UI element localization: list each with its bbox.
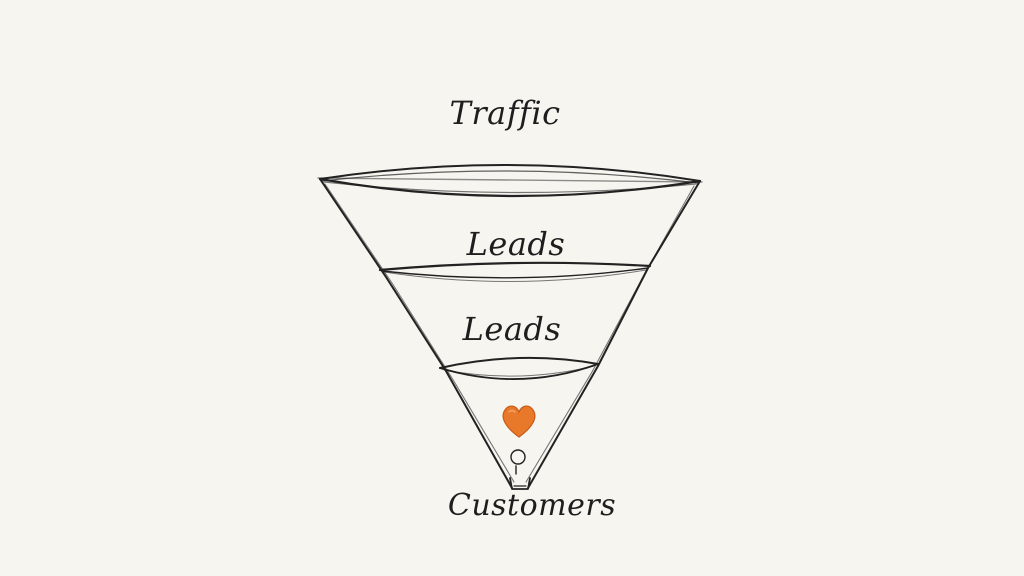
stage-label-leads-second: Leads xyxy=(462,310,562,348)
stage-label-traffic: Traffic xyxy=(449,94,561,132)
stage-label-leads: Leads xyxy=(466,225,566,263)
funnel-top-rim xyxy=(317,164,703,198)
stage-label-customers: Customers xyxy=(447,488,617,523)
heart-icon xyxy=(502,405,536,438)
funnel-middle-ring xyxy=(378,261,652,283)
funnel-sides xyxy=(319,178,701,489)
funnel-lower-ring xyxy=(439,356,599,380)
funnel-spout xyxy=(509,449,531,490)
